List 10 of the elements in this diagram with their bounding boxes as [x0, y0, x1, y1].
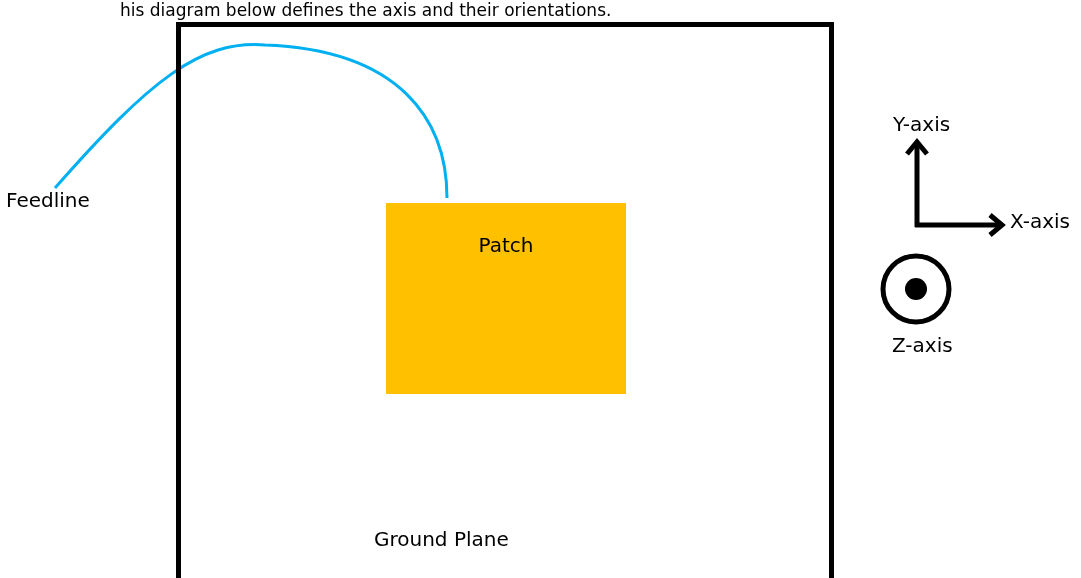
- x-axis-label: X-axis: [1010, 209, 1070, 233]
- z-axis-label: Z-axis: [892, 333, 953, 357]
- y-axis-label: Y-axis: [893, 112, 951, 136]
- patch-rect: [386, 203, 626, 394]
- feedline-label: Feedline: [6, 188, 110, 214]
- patch-label: Patch: [478, 233, 534, 259]
- feedline-curve: [53, 43, 449, 199]
- intro-text: his diagram below defines the axis and their orientations.: [120, 0, 612, 21]
- ground-plane-label: Ground Plane: [374, 527, 509, 551]
- ground-plane-outline: [176, 22, 834, 578]
